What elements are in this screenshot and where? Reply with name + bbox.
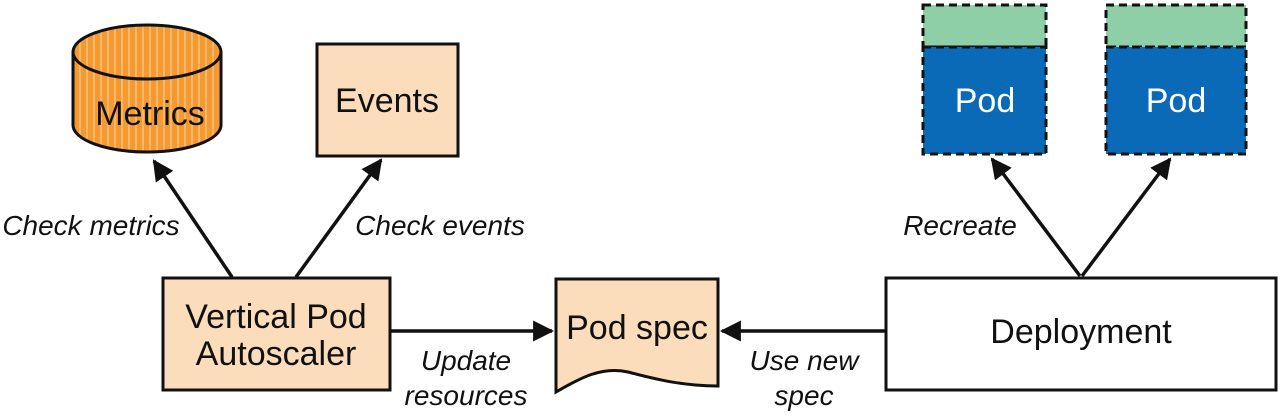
pod-1-body (921, 45, 1048, 156)
use-new-spec-label-line1: Use new (750, 345, 861, 376)
metrics-label: Metrics (95, 95, 205, 133)
metrics-database: Metrics (71, 23, 223, 154)
vpa-box: Vertical Pod Autoscaler (161, 276, 392, 392)
check-events-arrow (294, 158, 383, 279)
pod-2-label: Pod (1146, 82, 1207, 120)
events-box: Events (315, 42, 460, 158)
pod-1-header (921, 3, 1048, 49)
update-resources-label-line2: resources (405, 380, 528, 411)
metrics-cylinder-top (71, 23, 223, 81)
events-label: Events (335, 82, 439, 120)
pod-spec-label: Pod spec (566, 309, 708, 347)
pod-2-header (1104, 3, 1248, 49)
recreate-arrow-pod-1 (990, 157, 1082, 278)
recreate-arrow-pod-2 (1080, 157, 1172, 278)
vpa-label-line1: Vertical Pod (185, 298, 366, 336)
pod-spec-shape (554, 277, 720, 395)
events-box-shape (315, 42, 460, 158)
deployment-label: Deployment (990, 313, 1172, 351)
deployment-box-shape (884, 276, 1278, 392)
pod-1-label: Pod (955, 82, 1016, 120)
pod-1: Pod (921, 3, 1048, 156)
pod-2-body (1104, 45, 1248, 156)
check-metrics-arrow (152, 159, 234, 278)
check-events-label: Check events (355, 210, 525, 241)
vpa-box-shape (161, 276, 392, 392)
pod-spec-document: Pod spec (554, 277, 720, 395)
vpa-label-line2: Autoscaler (196, 335, 357, 373)
recreate-label: Recreate (903, 210, 1017, 241)
check-metrics-label: Check metrics (2, 210, 179, 241)
use-new-spec-label-line2: spec (774, 380, 833, 411)
update-resources-label-line1: Update (421, 345, 511, 376)
deployment-box: Deployment (884, 276, 1278, 392)
pod-2: Pod (1104, 3, 1248, 156)
